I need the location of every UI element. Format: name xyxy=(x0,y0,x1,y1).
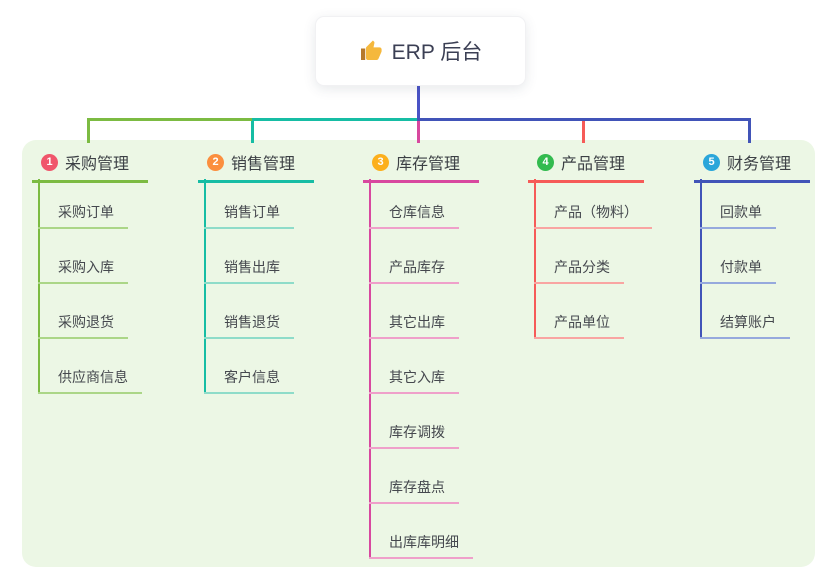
child-node[interactable]: 销售退货 xyxy=(204,314,294,339)
branch-badge-3: 3 xyxy=(372,153,389,171)
branch-child-connector xyxy=(38,179,40,394)
branch-badge-5: 5 xyxy=(703,153,720,171)
branch-node-inventory[interactable]: 3 库存管理 xyxy=(363,146,479,183)
thumbs-up-icon xyxy=(359,39,383,63)
branch-label: 采购管理 xyxy=(65,156,130,173)
child-node[interactable]: 仓库信息 xyxy=(369,204,459,229)
child-node[interactable]: 回款单 xyxy=(700,204,776,229)
branch-badge-4: 4 xyxy=(537,153,554,171)
branch-column-finance: 5 财务管理 回款单 付款单 结算账户 xyxy=(694,0,839,588)
root-node-erp[interactable]: ERP 后台 xyxy=(315,16,526,86)
branch-node-finance[interactable]: 5 财务管理 xyxy=(694,146,810,183)
branch-child-connector xyxy=(204,179,206,394)
child-node[interactable]: 销售订单 xyxy=(204,204,294,229)
child-node[interactable]: 其它入库 xyxy=(369,369,459,394)
branch-label: 产品管理 xyxy=(561,156,626,173)
root-node-label: ERP 后台 xyxy=(391,41,483,64)
branch-drop-line-1 xyxy=(87,121,90,143)
child-node[interactable]: 付款单 xyxy=(700,259,776,284)
branch-drop-line-4 xyxy=(582,121,585,143)
root-connector-line xyxy=(417,84,420,118)
bus-line-green xyxy=(87,118,252,121)
child-node[interactable]: 产品（物料） xyxy=(534,204,652,229)
branch-label: 库存管理 xyxy=(396,156,461,173)
branch-badge-1: 1 xyxy=(41,153,58,171)
branch-child-connector xyxy=(534,179,536,339)
child-node[interactable]: 客户信息 xyxy=(204,369,294,394)
branch-column-inventory: 3 库存管理 仓库信息 产品库存 其它出库 其它入库 库存调拨 库存盘点 出库库… xyxy=(363,0,528,588)
branch-child-connector xyxy=(369,179,371,559)
child-node[interactable]: 采购订单 xyxy=(38,204,128,229)
branch-drop-line-3 xyxy=(417,121,420,143)
branch-label: 财务管理 xyxy=(727,156,792,173)
branch-drop-line-5 xyxy=(748,121,751,143)
branch-node-sales[interactable]: 2 销售管理 xyxy=(198,146,314,183)
branch-column-purchase: 1 采购管理 采购订单 采购入库 采购退货 供应商信息 xyxy=(32,0,197,588)
child-node[interactable]: 出库库明细 xyxy=(369,534,473,559)
branch-node-purchase[interactable]: 1 采购管理 xyxy=(32,146,148,183)
child-node[interactable]: 库存调拨 xyxy=(369,424,459,449)
child-node[interactable]: 销售出库 xyxy=(204,259,294,284)
branch-drop-line-2 xyxy=(251,121,254,143)
child-node[interactable]: 产品库存 xyxy=(369,259,459,284)
branch-column-product: 4 产品管理 产品（物料） 产品分类 产品单位 xyxy=(528,0,693,588)
child-node[interactable]: 产品分类 xyxy=(534,259,624,284)
branches-panel xyxy=(22,140,815,567)
child-node[interactable]: 供应商信息 xyxy=(38,369,142,394)
branch-child-connector xyxy=(700,179,702,339)
child-node[interactable]: 采购入库 xyxy=(38,259,128,284)
child-node[interactable]: 其它出库 xyxy=(369,314,459,339)
branch-badge-2: 2 xyxy=(207,153,224,171)
branch-label: 销售管理 xyxy=(231,156,296,173)
branch-column-sales: 2 销售管理 销售订单 销售出库 销售退货 客户信息 xyxy=(198,0,363,588)
bus-line-blue xyxy=(417,118,751,121)
child-node[interactable]: 产品单位 xyxy=(534,314,624,339)
child-node[interactable]: 库存盘点 xyxy=(369,479,459,504)
child-node[interactable]: 结算账户 xyxy=(700,314,790,339)
branch-node-product[interactable]: 4 产品管理 xyxy=(528,146,644,183)
child-node[interactable]: 采购退货 xyxy=(38,314,128,339)
bus-line-teal xyxy=(252,118,418,121)
